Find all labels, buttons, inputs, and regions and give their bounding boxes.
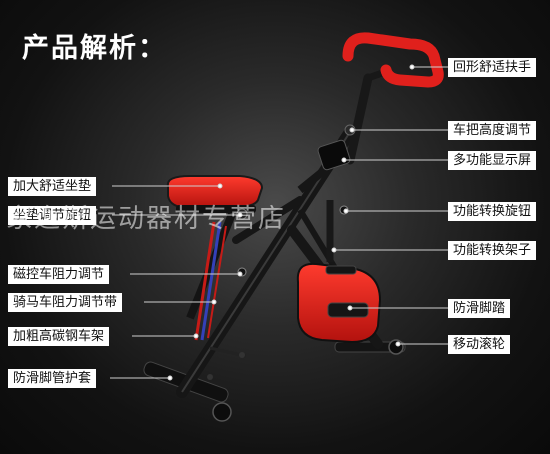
anti-slip-pedal <box>327 302 369 318</box>
label-seat-knob: 坐垫调节旋钮 <box>8 206 97 225</box>
handlebar-loop <box>342 32 444 88</box>
label-magnetic-resistance: 磁控车阻力调节 <box>8 265 110 284</box>
callout-lines <box>110 64 448 381</box>
handlebar-post <box>344 68 387 165</box>
label-steel-frame: 加粗高碳钢车架 <box>8 327 110 346</box>
label-foot-tube-cover: 防滑脚管护套 <box>8 369 97 388</box>
label-pedal: 防滑脚踏 <box>448 299 511 318</box>
page-title: 产品解析： <box>22 33 167 64</box>
label-display: 多功能显示屏 <box>448 151 537 170</box>
label-moving-wheel: 移动滚轮 <box>448 335 511 354</box>
label-switch-knob: 功能转换旋钮 <box>448 202 537 221</box>
label-switch-frame: 功能转换架子 <box>448 241 537 260</box>
front-foot-stand <box>334 339 406 355</box>
moving-wheel <box>388 339 404 355</box>
seat-base <box>176 205 256 213</box>
label-riding-resistance-belt: 骑马车阻力调节带 <box>8 293 123 312</box>
display-screen <box>317 139 351 171</box>
label-seat-cushion: 加大舒适坐垫 <box>8 177 97 196</box>
label-height-adjust: 车把高度调节 <box>448 121 537 140</box>
label-handlebar: 回形舒适扶手 <box>448 58 537 77</box>
resistance-belt <box>194 221 227 341</box>
pedal-top <box>325 265 357 275</box>
seat-cushion <box>166 175 264 210</box>
